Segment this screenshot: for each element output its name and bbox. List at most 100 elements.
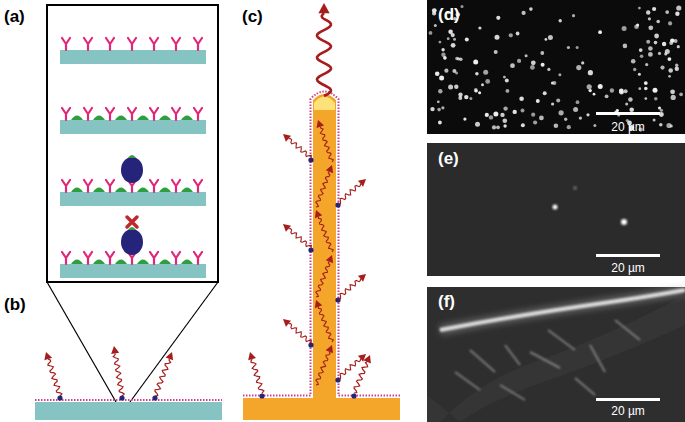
fluorescent-spot xyxy=(475,122,480,127)
photon-wave xyxy=(113,353,124,396)
antibody xyxy=(106,252,114,264)
nanowire xyxy=(243,94,400,420)
fluorescent-spot xyxy=(547,68,550,71)
photon-wave xyxy=(289,229,312,248)
fluorophore-dot xyxy=(152,395,157,400)
fluorescent-spot xyxy=(434,24,437,27)
arrowhead xyxy=(283,319,291,327)
fluorescent-spot xyxy=(552,81,556,85)
nanowire-tip xyxy=(314,97,335,111)
inset-box xyxy=(47,5,218,282)
fluorescent-spot xyxy=(671,95,676,100)
fluorescent-spot xyxy=(496,125,500,129)
fluorophore xyxy=(127,217,137,227)
fluorescent-spot xyxy=(660,109,663,112)
scale-label: 20 µm xyxy=(611,405,645,417)
fluorophore-dot xyxy=(308,342,313,347)
fluorescent-spot xyxy=(619,89,624,94)
fluorescent-spot xyxy=(559,110,564,115)
fluorescent-spot xyxy=(455,72,458,75)
fluorescent-spot xyxy=(505,79,509,83)
blocking-protein xyxy=(115,116,127,121)
arrowhead xyxy=(283,134,291,142)
fluorescent-spot xyxy=(473,59,478,64)
photon-wave xyxy=(316,172,330,207)
photon-wave xyxy=(320,127,333,162)
fluorescent-spot xyxy=(439,41,442,44)
fluorescent-spot xyxy=(441,48,444,51)
arrowhead xyxy=(317,120,325,128)
fluorescent-spot xyxy=(435,71,440,76)
fluorescent-spot xyxy=(621,219,627,225)
fluorescent-spot xyxy=(475,72,479,76)
fluorophore-dot xyxy=(308,247,313,252)
fluorescent-spot xyxy=(586,113,589,116)
fluorescent-spot xyxy=(576,46,579,49)
fluorescent-spot xyxy=(679,92,683,96)
fluorophore-dot xyxy=(57,395,62,400)
fluorescent-spot xyxy=(676,5,681,10)
arrowhead xyxy=(326,345,333,353)
antibody xyxy=(172,180,180,192)
fluorescent-spot xyxy=(653,118,656,121)
antibody xyxy=(150,252,158,264)
fluorescent-spot xyxy=(624,89,628,93)
blocking-protein xyxy=(93,188,105,193)
fluorescent-spot xyxy=(503,124,506,127)
surface-slab xyxy=(60,50,206,64)
fluorescent-spot xyxy=(644,97,647,100)
fluorescent-spot xyxy=(573,186,577,190)
fluorescent-spot xyxy=(441,53,445,57)
photon-wave xyxy=(317,13,331,96)
fluorescent-spot xyxy=(638,87,641,90)
fluorescent-spot xyxy=(536,99,540,103)
fluorophore-dot xyxy=(308,157,313,162)
fluorescent-spot xyxy=(576,100,580,104)
scale-bar xyxy=(596,254,660,257)
fluorescent-spot xyxy=(670,89,675,94)
fluorescent-spot xyxy=(653,88,658,93)
fluorescent-spot xyxy=(593,93,596,96)
fluorescent-spot xyxy=(496,16,500,20)
fluorescent-spot xyxy=(451,43,456,48)
photon-wave xyxy=(338,279,361,299)
fluorescent-spot xyxy=(675,67,679,71)
antibody xyxy=(150,38,158,50)
fluorophore-dot xyxy=(119,395,124,400)
fluorescent-spot xyxy=(648,17,651,20)
fluorescent-spot xyxy=(634,24,639,29)
fluorescent-spot xyxy=(573,107,578,112)
arrowhead xyxy=(318,3,329,13)
antibody xyxy=(62,38,70,50)
surface-steps xyxy=(60,38,206,278)
fluorescent-spot xyxy=(455,57,458,60)
fluorescent-spot xyxy=(458,93,462,97)
fluorescent-spot xyxy=(558,73,561,76)
fluorescent-spot xyxy=(478,91,481,94)
photon-wave xyxy=(318,217,333,252)
fluorescent-spot xyxy=(464,95,468,99)
fluorescent-spot xyxy=(610,88,614,92)
fluorescent-spot xyxy=(659,123,663,127)
fluorescent-spot xyxy=(459,58,463,62)
fluorescent-spot xyxy=(521,108,525,112)
photon-wave xyxy=(48,359,62,396)
fluorescent-spots xyxy=(429,5,683,132)
fluorescent-spot xyxy=(494,50,498,54)
antibody xyxy=(172,108,180,120)
fluorescent-spot xyxy=(430,107,434,111)
fluorescent-spot xyxy=(545,38,548,41)
photon-wave xyxy=(155,359,171,396)
antibody xyxy=(128,38,136,50)
photon-wave xyxy=(251,359,264,393)
blocking-protein xyxy=(137,260,149,265)
panel-label: (f) xyxy=(438,293,455,310)
fluorescent-spot xyxy=(638,7,641,10)
substrate xyxy=(35,402,222,420)
fluorescent-spot xyxy=(648,25,653,30)
antibody xyxy=(84,180,92,192)
antibody xyxy=(106,38,114,50)
panel-label: (d) xyxy=(438,6,460,23)
